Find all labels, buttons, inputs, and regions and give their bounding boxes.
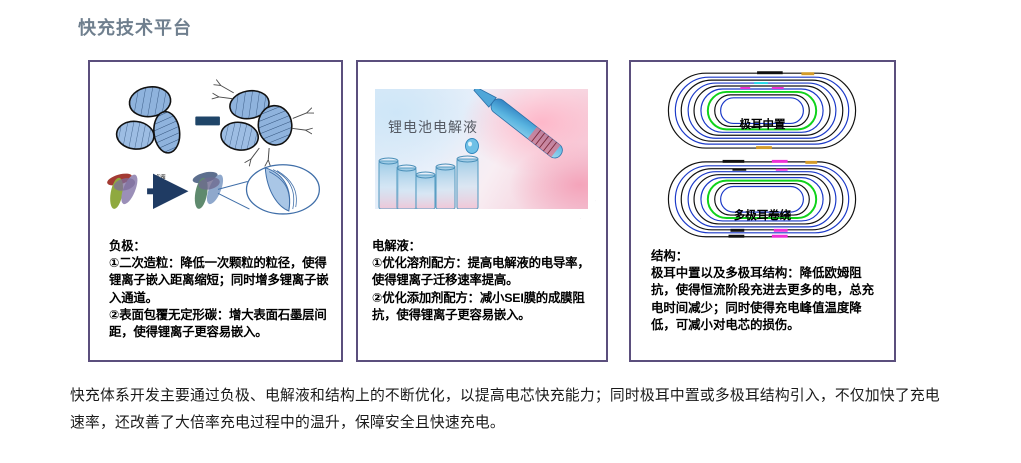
panel-anode: 包覆 负极： ①二次造粒：降低一次颗粒的粒径，使得锂离子嵌入距离缩短；同时增多 xyxy=(88,60,343,362)
pipette-and-test-tubes-icon xyxy=(378,89,563,209)
svg-text:包覆: 包覆 xyxy=(156,174,166,181)
panel-electrolyte: 锂电池电解液 电解液： ①优化溶剂配方：提高电解液的电导率，使得锂离子迁移速率提… xyxy=(356,60,608,362)
panels-row: 包覆 负极： ①二次造粒：降低一次颗粒的粒径，使得锂离子嵌入距离缩短；同时增多 xyxy=(0,60,1021,365)
electrolyte-figure: 锂电池电解液 xyxy=(358,62,606,234)
page-title: 快充技术平台 xyxy=(78,18,192,38)
structure-figure: 极耳中置 多极耳卷绕 xyxy=(631,62,894,244)
photo-caption: 锂电池电解液 xyxy=(388,119,478,135)
graphite-secondary-particle-icon: 包覆 xyxy=(107,62,320,215)
anode-description: 负极： ①二次造粒：降低一次颗粒的粒径，使得锂离子嵌入距离缩短；同时增多锂离子嵌… xyxy=(109,239,329,340)
electrolyte-description: 电解液： ①优化溶剂配方：提高电解液的电导率，使得锂离子迁移速率提高。 ②优化添… xyxy=(372,239,590,322)
panel-structure: 极耳中置 多极耳卷绕 结构： 极耳中置以及多极耳结构：降低欧姆阻抗，使得恒流阶段… xyxy=(629,60,896,362)
photo-image: 锂电池电解液 xyxy=(375,89,588,209)
electrolyte-photo-card: 锂电池电解液 xyxy=(366,80,598,220)
roll-label-center-tab: 极耳中置 xyxy=(739,119,786,131)
anode-figure: 包覆 xyxy=(90,62,341,234)
summary-paragraph: 快充体系开发主要通过负极、电解液和结构上的不断优化，以提高电芯快充能力；同时极耳… xyxy=(70,388,940,431)
jellyroll-winding-icon xyxy=(667,71,857,238)
structure-description: 结构： 极耳中置以及多极耳结构：降低欧姆阻抗，使得恒流阶段充进去更多的电，总充电… xyxy=(651,249,875,332)
roll-label-multi-tab: 多极耳卷绕 xyxy=(733,210,792,222)
